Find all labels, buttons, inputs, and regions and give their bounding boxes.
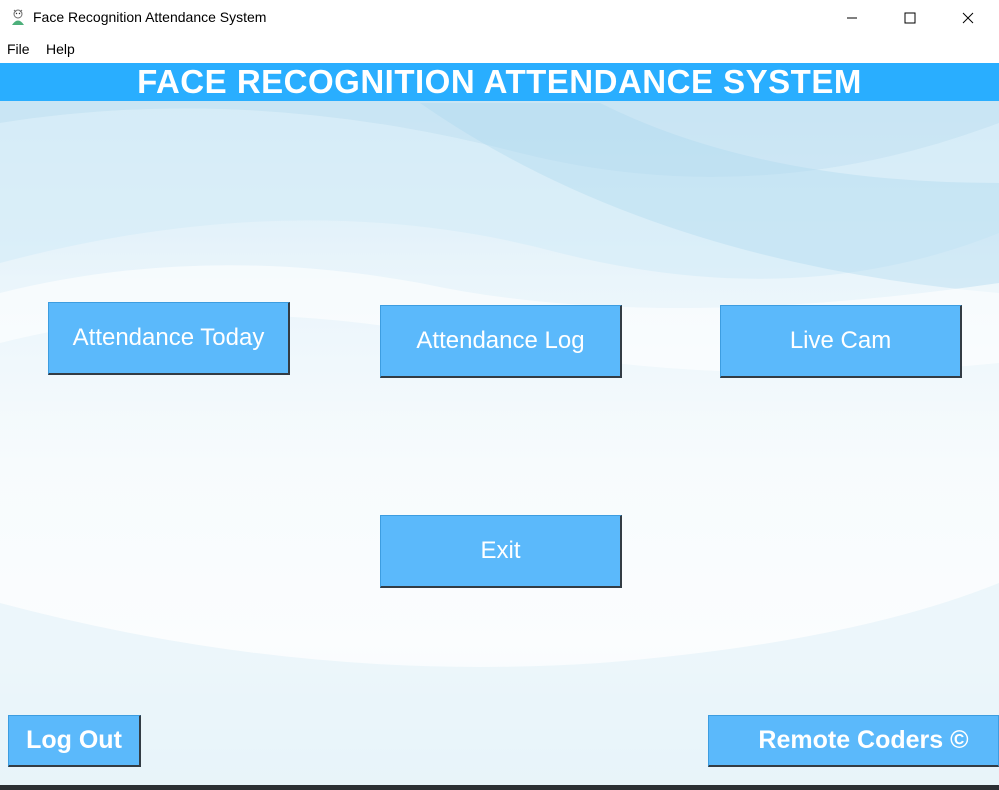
maximize-icon — [904, 12, 916, 24]
live-cam-button[interactable]: Live Cam — [720, 305, 962, 378]
close-button[interactable] — [939, 0, 997, 36]
taskbar-edge — [0, 785, 999, 790]
log-out-button[interactable]: Log Out — [8, 715, 141, 767]
credit-label: Remote Coders © — [708, 715, 999, 767]
face-recognition-app-icon — [9, 8, 27, 26]
exit-button[interactable]: Exit — [380, 515, 622, 588]
attendance-log-button[interactable]: Attendance Log — [380, 305, 622, 378]
attendance-today-button[interactable]: Attendance Today — [48, 302, 290, 375]
maximize-button[interactable] — [881, 0, 939, 36]
menu-file[interactable]: File — [7, 41, 30, 57]
menu-help[interactable]: Help — [46, 41, 75, 57]
title-bar[interactable]: Face Recognition Attendance System — [0, 0, 999, 36]
menu-bar: File Help — [0, 36, 999, 62]
window-title: Face Recognition Attendance System — [33, 9, 267, 25]
minimize-button[interactable] — [823, 0, 881, 36]
header-banner: FACE RECOGNITION ATTENDANCE SYSTEM — [0, 63, 999, 101]
background-waves — [0, 63, 999, 790]
main-panel: FACE RECOGNITION ATTENDANCE SYSTEM Atten… — [0, 63, 999, 790]
minimize-icon — [847, 17, 857, 19]
page-title: FACE RECOGNITION ATTENDANCE SYSTEM — [137, 63, 862, 100]
close-icon — [962, 12, 974, 24]
